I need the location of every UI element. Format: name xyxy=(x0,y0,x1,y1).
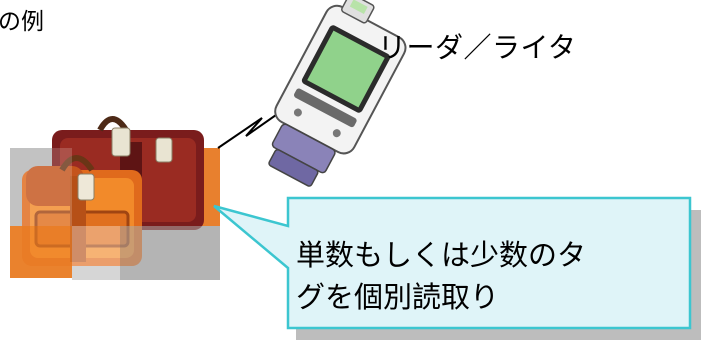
suitcases-illustration xyxy=(10,116,220,280)
reader-writer-label: リーダ／ライタ xyxy=(378,31,577,64)
wireless-signal-icon xyxy=(217,107,287,149)
callout-box xyxy=(213,196,692,330)
example-caption: の例 xyxy=(0,9,44,35)
handheld-reader-illustration xyxy=(268,0,407,187)
callout-text: 単数もしくは少数のタ グを個別読取り xyxy=(296,238,587,314)
